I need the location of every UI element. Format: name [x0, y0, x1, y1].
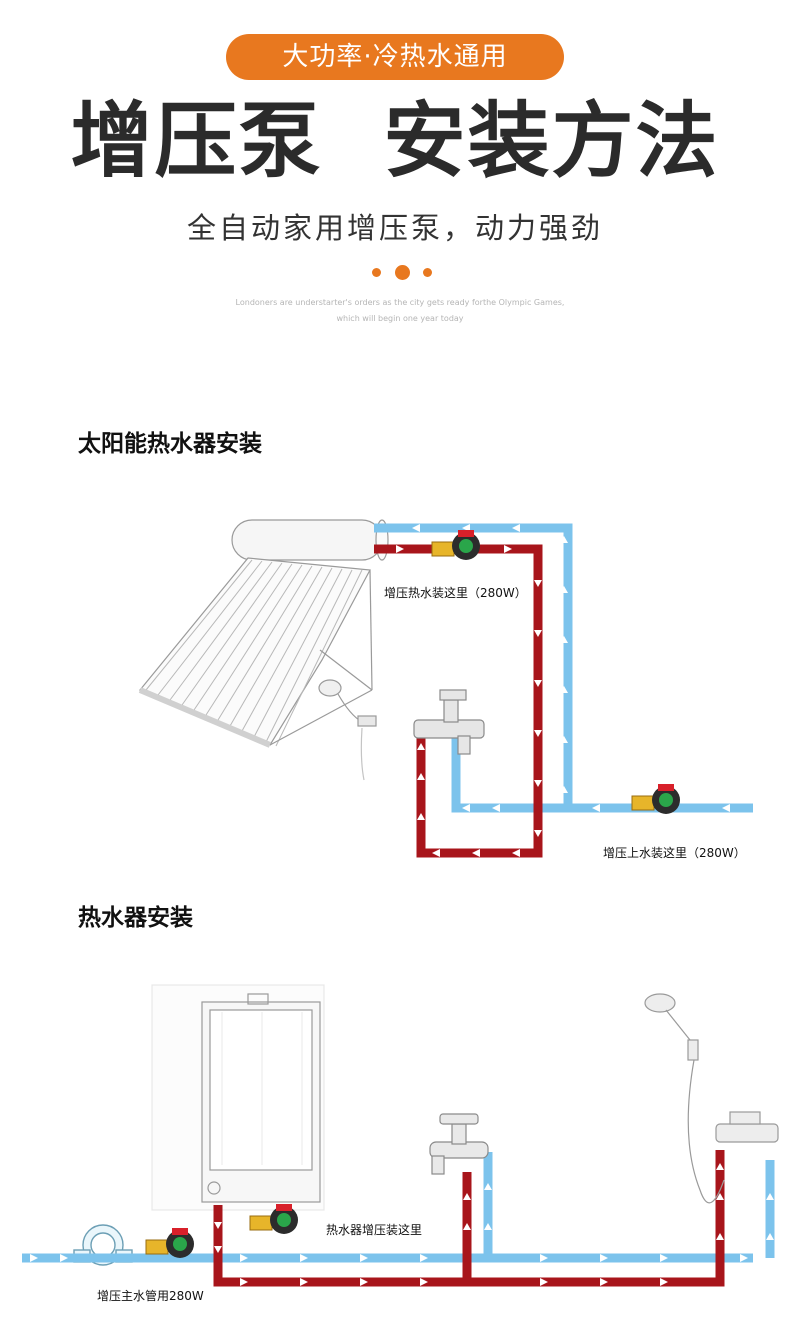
tap-icon [429, 1113, 489, 1175]
pump-icon-main [145, 1228, 194, 1258]
label-inlet-pump: 增压上水装这里（280W） [603, 846, 746, 860]
solar-hot-pipe [374, 544, 543, 858]
heater-cold-pipe [22, 1152, 775, 1263]
faucet-mixer-solar [413, 689, 485, 755]
solar-cold-pipe [374, 523, 753, 813]
decorative-dots [372, 265, 434, 281]
shower-set-icon [644, 993, 779, 1204]
section-title-solar: 太阳能热水器安装 [78, 431, 262, 457]
section-title-heater: 热水器安装 [78, 905, 193, 931]
label-main-pump: 增压主水管用280W [97, 1289, 204, 1303]
flow-arrows-heater [30, 1163, 774, 1286]
page-subtitle: 全自动家用增压泵，动力强劲 [186, 211, 603, 245]
pump-icon-heater [249, 1204, 298, 1234]
gas-water-heater [151, 984, 325, 1211]
page-title: 增压泵 安装方法 [70, 94, 720, 189]
english-caption-line1: Londoners are understarter's orders as t… [235, 298, 565, 307]
label-heater-pump: 热水器增压装这里 [326, 1223, 423, 1237]
header-badge: 大功率·冷热水通用 [226, 34, 564, 80]
pump-icon-solar-hot [431, 530, 480, 560]
solar-water-heater [138, 519, 389, 781]
english-caption-line2: which will begin one year today [336, 314, 464, 323]
label-hot-pump: 增压热水装这里（280W） [384, 586, 527, 600]
flow-arrows [396, 524, 730, 857]
pump-icon-solar-inlet [631, 784, 680, 814]
